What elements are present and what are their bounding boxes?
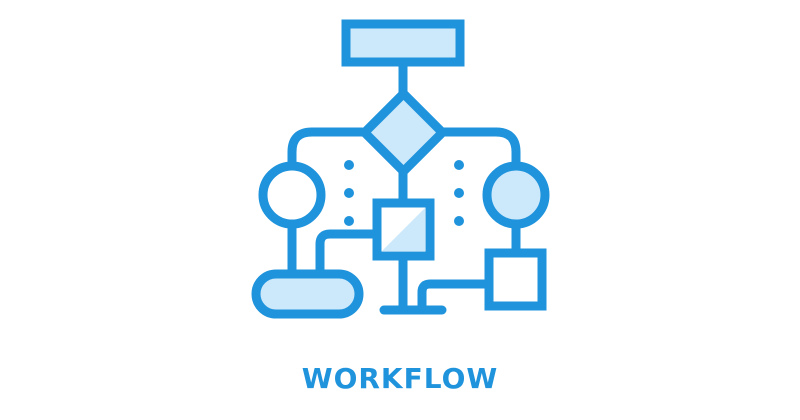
decision-diamond — [358, 87, 449, 178]
connector-decision-left — [287, 127, 367, 169]
connector-right-square-to-base — [417, 279, 494, 313]
terminator-pill — [251, 269, 364, 319]
right-node-circle — [482, 161, 550, 229]
connector-square-to-pill — [315, 229, 382, 277]
connector-decision-right — [439, 127, 521, 169]
dot-column-left — [344, 160, 354, 226]
workflow-diagram — [251, 19, 550, 319]
start-box — [341, 19, 465, 67]
left-node-circle — [258, 161, 326, 229]
workflow-caption: WORKFLOW — [301, 362, 499, 395]
output-square — [484, 248, 547, 311]
dot-column-right — [454, 160, 464, 226]
process-square — [372, 198, 435, 261]
